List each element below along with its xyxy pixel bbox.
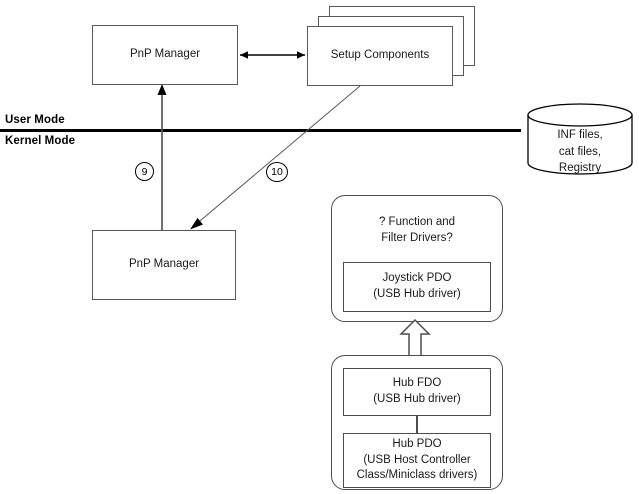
- step-9-label: 9: [141, 165, 148, 178]
- user-mode-label: User Mode: [5, 114, 65, 126]
- step-10-label: 10: [271, 166, 283, 178]
- setup-components-label: Setup Components: [330, 49, 430, 62]
- hub-fdo-box[interactable]: Hub FDO (USB Hub driver): [343, 368, 491, 416]
- pnp-manager-kernel-box[interactable]: PnP Manager: [92, 230, 236, 300]
- joystick-pdo-label: Joystick PDO (USB Hub driver): [373, 272, 461, 300]
- pnp-manager-kernel-label: PnP Manager: [128, 258, 200, 271]
- kernel-mode-label: Kernel Mode: [5, 135, 76, 147]
- step-10-marker: 10: [266, 162, 288, 182]
- hub-pdo-label: Hub PDO (USB Host Controller Class/Minic…: [356, 438, 478, 482]
- pnp-manager-user-box[interactable]: PnP Manager: [92, 25, 238, 85]
- hub-fdo-to-hub-pdo-connector: [416, 416, 418, 433]
- hub-fdo-label: Hub FDO (USB Hub driver): [373, 377, 461, 405]
- hub-stack-to-joystick-stack-block-arrow: [399, 318, 431, 355]
- hub-driver-stack[interactable]: Hub FDO (USB Hub driver) Hub PDO (USB Ho…: [331, 355, 503, 490]
- function-filter-drivers-stack[interactable]: ? Function and Filter Drivers? Joystick …: [331, 195, 503, 322]
- hub-pdo-box[interactable]: Hub PDO (USB Host Controller Class/Minic…: [343, 433, 491, 488]
- joystick-pdo-box[interactable]: Joystick PDO (USB Hub driver): [343, 262, 491, 312]
- cylinder-shape: [527, 103, 633, 175]
- mode-divider-line: [0, 129, 521, 132]
- storage-cylinder-label: INF files, cat files, Registry: [557, 129, 603, 175]
- step-9-marker: 9: [135, 162, 154, 181]
- storage-cylinder[interactable]: INF files, cat files, Registry: [527, 103, 633, 175]
- step-9-arrow-up: [157, 84, 167, 230]
- setup-components-box[interactable]: Setup Components: [307, 26, 453, 86]
- pnp-manager-user-label: PnP Manager: [129, 48, 201, 61]
- function-filter-drivers-label: ? Function and Filter Drivers?: [378, 216, 456, 245]
